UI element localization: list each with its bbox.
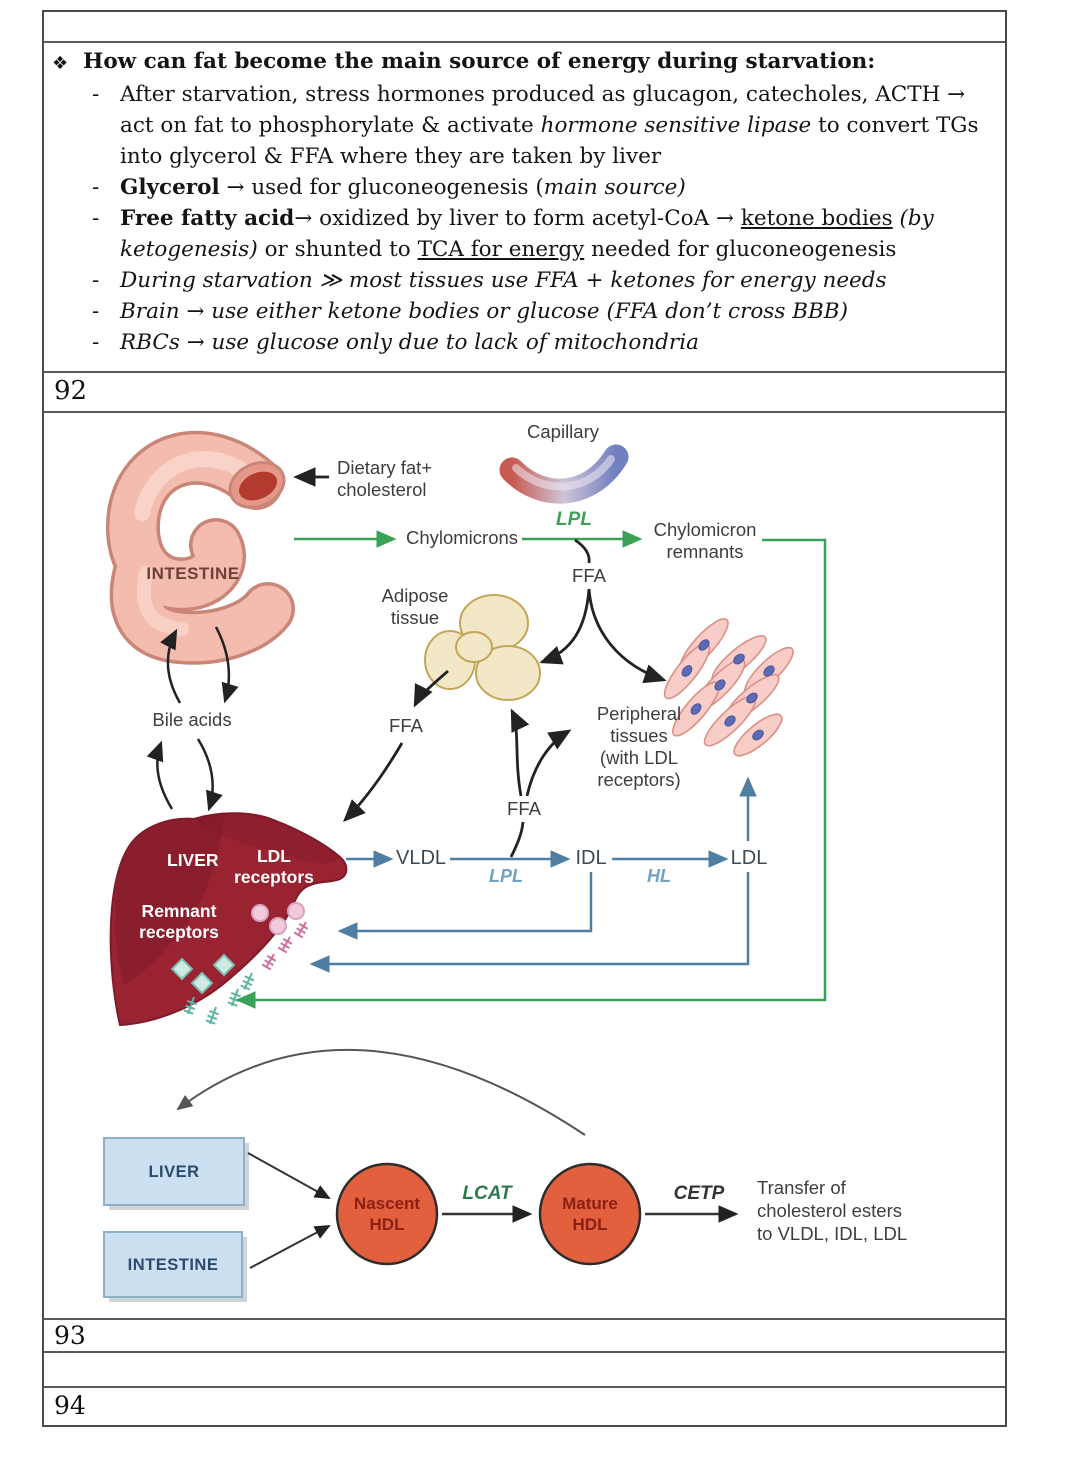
label-ffa-top: FFA bbox=[572, 565, 606, 586]
dash-marker: - bbox=[92, 206, 100, 231]
label-liver: LIVER bbox=[167, 850, 219, 870]
label-cetp: CETP bbox=[673, 1183, 725, 1204]
label-liver-box: LIVER bbox=[148, 1162, 200, 1181]
note-item-6: - RBCs → use glucose only due to lack of… bbox=[52, 327, 995, 358]
slide-number: 93 bbox=[54, 1321, 86, 1350]
intestine-box bbox=[103, 1231, 243, 1298]
chylomicron-pathway-arrows bbox=[235, 530, 827, 1009]
label-hl: HL bbox=[647, 866, 671, 886]
label-chylomicrons: Chylomicrons bbox=[405, 527, 519, 548]
dash-marker: - bbox=[92, 82, 100, 107]
notes-title-line: ❖ How can fat become the main source of … bbox=[52, 46, 995, 79]
hdl-section bbox=[103, 1048, 739, 1302]
label-lpl-top: LPL bbox=[556, 509, 592, 530]
note-item-2: - Glycerol → used for gluconeogenesis (m… bbox=[52, 172, 995, 203]
lipoprotein-diagram-row: Capillary Dietary fat+cholesterol Chylom… bbox=[44, 413, 1005, 1320]
note-item-text: Glycerol → used for gluconeogenesis (mai… bbox=[120, 175, 686, 200]
liver-box bbox=[103, 1137, 245, 1206]
remnant-receptor-icons bbox=[170, 953, 258, 1027]
label-dietary-fat: Dietary fat+cholesterol bbox=[337, 457, 433, 500]
dash-marker: - bbox=[92, 268, 100, 293]
note-item-4: - During starvation ≫ most tissues use F… bbox=[52, 265, 995, 296]
notes-title: How can fat become the main source of en… bbox=[83, 49, 876, 74]
adipose-cells bbox=[424, 594, 541, 701]
label-bile-acids: Bile acids bbox=[152, 709, 232, 730]
note-item-1: - After starvation, stress hormones prod… bbox=[52, 79, 995, 172]
capillary-shape bbox=[499, 444, 629, 504]
empty-row bbox=[44, 1353, 1005, 1388]
notes-row: ❖ How can fat become the main source of … bbox=[44, 43, 1005, 373]
intestine-shape bbox=[106, 430, 295, 665]
hdl-return-arc bbox=[176, 1048, 586, 1136]
slide-number-row-92: 92 bbox=[44, 373, 1005, 413]
notes-page: ❖ How can fat become the main source of … bbox=[42, 10, 1007, 1427]
label-ffa-mid: FFA bbox=[507, 798, 541, 819]
empty-row-top bbox=[44, 12, 1005, 43]
label-intestine-box: INTESTINE bbox=[127, 1255, 219, 1274]
dash-marker: - bbox=[92, 299, 100, 324]
slide-number: 94 bbox=[54, 1391, 86, 1420]
dash-marker: - bbox=[92, 175, 100, 200]
liver-shape bbox=[109, 812, 348, 1027]
note-item-text: Brain → use either ketone bodies or gluc… bbox=[120, 299, 848, 324]
mature-hdl-circle bbox=[538, 1162, 642, 1266]
slide-number-row-94: 94 bbox=[44, 1388, 1005, 1425]
slide-number-row-93: 93 bbox=[44, 1320, 1005, 1353]
note-item-text: RBCs → use glucose only due to lack of m… bbox=[120, 330, 699, 355]
ldl-receptor-icons bbox=[251, 902, 312, 972]
label-ffa-left: FFA bbox=[389, 715, 423, 736]
diamond-bullet-icon: ❖ bbox=[52, 53, 69, 74]
ffa-arrows bbox=[293, 467, 667, 858]
note-item-text: During starvation ≫ most tissues use FFA… bbox=[120, 268, 887, 293]
label-lpl-mid: LPL bbox=[489, 866, 523, 886]
label-capillary: Capillary bbox=[527, 421, 599, 442]
dash-marker: - bbox=[92, 330, 100, 355]
label-vldl: VLDL bbox=[395, 847, 447, 869]
lipoprotein-diagram bbox=[103, 430, 827, 1302]
note-item-5: - Brain → use either ketone bodies or gl… bbox=[52, 296, 995, 327]
slide-number: 92 bbox=[54, 376, 88, 406]
peripheral-cells bbox=[663, 618, 794, 757]
vldl-idl-ldl-arrows bbox=[309, 776, 757, 973]
note-item-text: After starvation, stress hormones produc… bbox=[120, 82, 979, 169]
label-lcat: LCAT bbox=[462, 1183, 512, 1204]
note-item-text: Free fatty acid→ oxidized by liver to fo… bbox=[120, 206, 934, 262]
nascent-hdl-circle bbox=[335, 1162, 439, 1266]
label-ldl: LDL bbox=[730, 847, 768, 869]
label-intestine: INTESTINE bbox=[146, 564, 240, 583]
label-idl: IDL bbox=[575, 847, 607, 869]
note-item-3: - Free fatty acid→ oxidized by liver to … bbox=[52, 203, 995, 265]
bile-acid-cycle-arrows bbox=[146, 626, 239, 812]
